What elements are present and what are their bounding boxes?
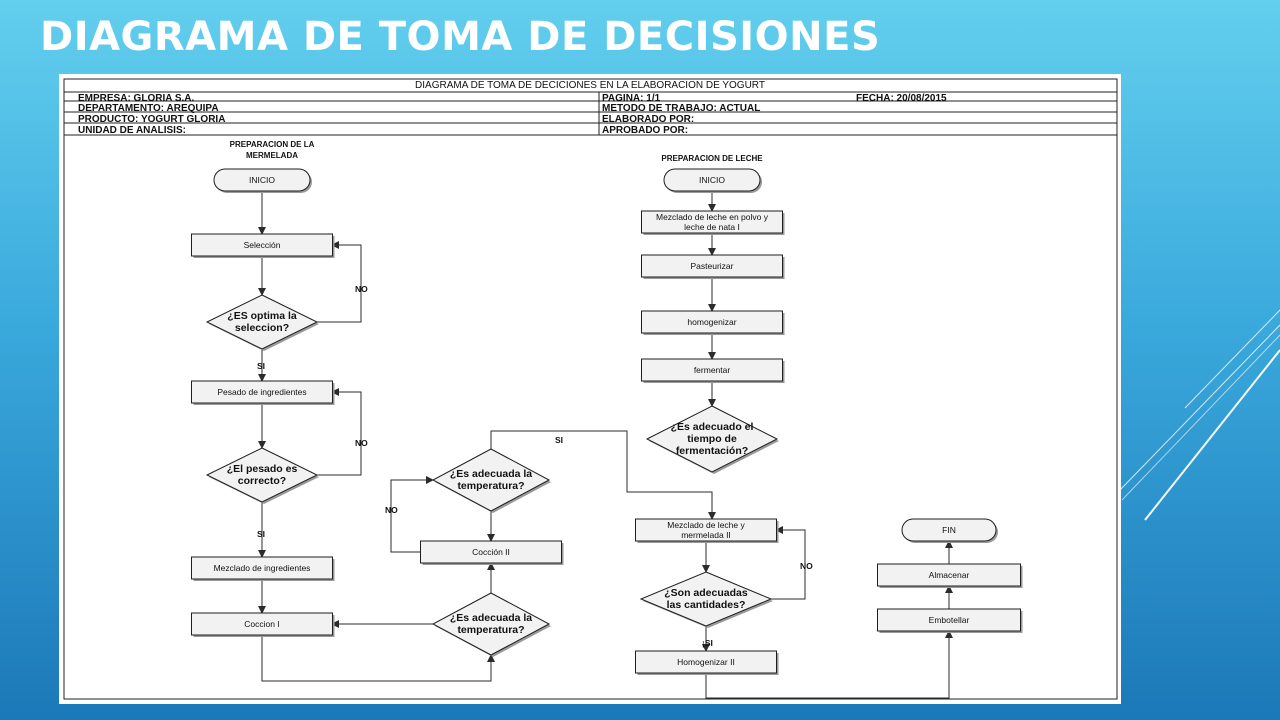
flow-edge xyxy=(390,476,434,553)
node-label: fermentar xyxy=(694,365,731,375)
node-label: Pesado de ingredientes xyxy=(217,387,306,397)
flow-edge xyxy=(261,635,495,682)
node-homogenizar: homogenizar xyxy=(641,310,785,335)
section-mermelada-line2: MERMELADA xyxy=(246,151,298,160)
node-almacenar: Almacenar xyxy=(877,563,1023,588)
node-label: ¿El pesado es xyxy=(227,463,298,475)
pagina-field: PAGINA: 1/1 xyxy=(602,93,661,104)
flowchart-sheet: DIAGRAMA DE TOMA DE DECICIONES EN LA ELA… xyxy=(59,74,1121,704)
node-label: INICIO xyxy=(699,175,725,185)
fecha-field: FECHA: 20/08/2015 xyxy=(856,93,947,104)
node-mezclado-ing: Mezclado de ingredientes xyxy=(191,556,335,581)
node-pasteurizar: Pasteurizar xyxy=(641,254,785,279)
elaborado-field: ELABORADO POR: xyxy=(602,114,694,125)
section-mermelada-line1: PREPARACION DE LA xyxy=(230,140,315,149)
edge-label-si-seleccion: SI xyxy=(257,361,265,371)
flow-edge xyxy=(317,241,362,323)
node-label: temperatura? xyxy=(457,480,524,492)
node-label: tiempo de xyxy=(687,433,737,445)
empresa-field: EMPRESA: GLORIA S.A. xyxy=(78,93,195,104)
node-label: Almacenar xyxy=(929,570,970,580)
node-label: Coccion I xyxy=(244,619,279,629)
node-embotellar: Embotellar xyxy=(877,608,1023,633)
aprobado-field: APROBADO POR: xyxy=(602,125,688,136)
edge-label-no-seleccion: NO xyxy=(355,284,368,294)
node-label: Cocción II xyxy=(472,547,510,557)
slide-title: DIAGRAMA DE TOMA DE DECISIONES xyxy=(40,14,881,60)
edge-label-no-cantidades: NO xyxy=(800,561,813,571)
flowchart-canvas: DIAGRAMA DE TOMA DE DECICIONES EN LA ELA… xyxy=(63,78,1118,700)
edge-label-si-temp: SI xyxy=(555,435,563,445)
node-label: seleccion? xyxy=(235,322,289,334)
node-label: Selección xyxy=(244,240,281,250)
node-label: homogenizar xyxy=(687,317,736,327)
edge-label-si-pesado: SI xyxy=(257,529,265,539)
node-label: Pasteurizar xyxy=(691,261,734,271)
node-pesado: Pesado de ingredientes xyxy=(191,380,335,405)
node-label: FIN xyxy=(942,525,956,535)
node-inicio2: INICIO xyxy=(663,168,762,193)
node-label: ¿Son adecuadas xyxy=(664,587,748,599)
metodo-field: METODO DE TRABAJO: ACTUAL xyxy=(602,103,760,114)
flow-edges xyxy=(258,191,953,699)
node-label: fermentación? xyxy=(676,445,748,457)
flow-edge xyxy=(771,526,806,600)
node-label: INICIO xyxy=(249,175,275,185)
producto-field: PRODUCTO: YOGURT GLORIA xyxy=(78,114,225,125)
node-fin: FIN xyxy=(901,518,998,543)
node-seleccion: Selección xyxy=(191,233,335,258)
edge-label-no-pesado: NO xyxy=(355,438,368,448)
flow-edge xyxy=(490,430,716,520)
node-inicio1: INICIO xyxy=(213,168,312,193)
node-label: las cantidades? xyxy=(667,599,746,611)
sheet-title: DIAGRAMA DE TOMA DE DECICIONES EN LA ELA… xyxy=(415,80,765,91)
node-label: ¿Es adecuado el xyxy=(671,421,754,433)
node-fermentar: fermentar xyxy=(641,358,785,383)
node-label: Mezclado de leche en polvo y xyxy=(656,212,769,222)
node-homog2: Homogenizar II xyxy=(635,650,779,675)
section-leche: PREPARACION DE LECHE xyxy=(661,154,763,163)
node-label: Homogenizar II xyxy=(677,657,735,667)
edge-label-si-cantidades: ¡SI xyxy=(702,638,713,648)
node-label: Mezclado de ingredientes xyxy=(214,563,311,573)
node-label: correcto? xyxy=(238,475,286,487)
unidad-field: UNIDAD DE ANALISIS: xyxy=(78,125,186,136)
node-coccion2: Cocción II xyxy=(420,540,564,565)
header-table: DIAGRAMA DE TOMA DE DECICIONES EN LA ELA… xyxy=(63,78,1118,700)
node-label: ¿ES optima la xyxy=(227,310,297,322)
flow-edge xyxy=(317,388,362,476)
node-label: leche de nata I xyxy=(684,222,740,232)
node-label: ¿Es adecuada la xyxy=(450,612,532,624)
node-coccion1: Coccion I xyxy=(191,612,335,637)
node-label: temperatura? xyxy=(457,624,524,636)
flow-edge xyxy=(705,630,953,699)
node-label: Embotellar xyxy=(929,615,970,625)
node-label: Mezclado de leche y xyxy=(667,520,745,530)
departamento-field: DEPARTAMENTO: AREQUIPA xyxy=(78,103,219,114)
edge-label-no-temp: NO xyxy=(385,505,398,515)
node-label: ¿Es adecuada la xyxy=(450,468,532,480)
node-label: mermelada II xyxy=(681,530,731,540)
